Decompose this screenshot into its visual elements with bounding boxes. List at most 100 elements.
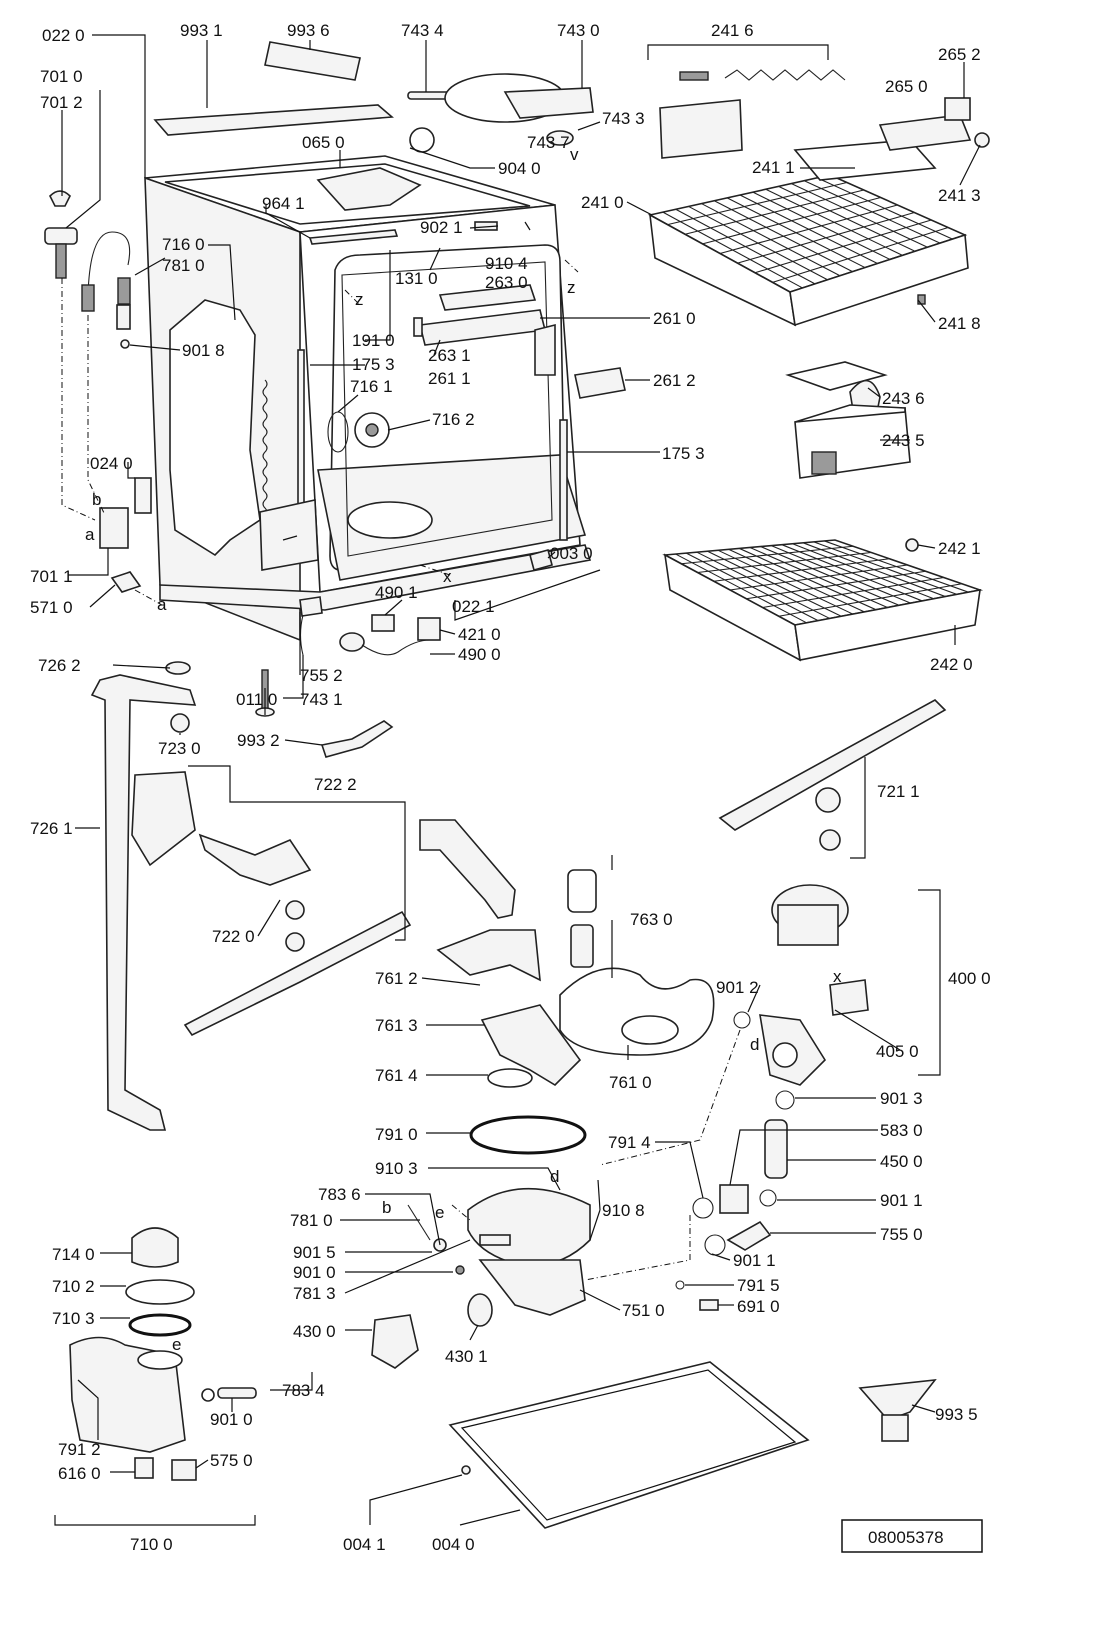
callout-993-5: 993 5 (935, 1405, 978, 1424)
part-7552 (299, 596, 323, 617)
basket-wire (772, 226, 949, 283)
callout-691-0: 691 0 (737, 1297, 780, 1316)
funnel-9935 (858, 1379, 937, 1421)
callout-791-4: 791 4 (608, 1133, 651, 1152)
callout-743-4: 743 4 (401, 21, 444, 40)
callout-labels: 022 0 993 1 993 6 743 4 743 0 241 6 265 … (30, 21, 991, 1554)
part-7230 (170, 713, 190, 733)
part-2411 (793, 139, 937, 181)
pump-outlet (772, 1042, 798, 1068)
spray-arm-7211 (718, 699, 947, 831)
callout-714-0: 714 0 (52, 1245, 95, 1264)
cover-7430-tab (503, 87, 594, 119)
hose-loop (87, 231, 131, 296)
inlet-parts (44, 190, 142, 593)
ring-7910 (469, 1115, 587, 1155)
screw-0041 (461, 1465, 471, 1475)
filter-7630-bottom (570, 924, 594, 968)
basket-wire (697, 551, 872, 574)
callout-761-0: 761 0 (609, 1073, 652, 1092)
basket-wire (684, 189, 864, 235)
conduit-pipe (419, 819, 516, 919)
part-7010-stem (55, 243, 67, 279)
dashed-connections (61, 259, 741, 1281)
part-4210 (417, 617, 441, 641)
callout-430-0: 430 0 (293, 1322, 336, 1341)
callout-751-0: 751 0 (622, 1301, 665, 1320)
part-7012 (49, 190, 71, 207)
marker-x-1: x (443, 567, 452, 586)
callout-710-2: 710 2 (52, 1277, 95, 1296)
spring-left (81, 284, 95, 312)
part-7915 (675, 1280, 685, 1290)
filter-7610-hole (621, 1015, 679, 1045)
seal-7914 (692, 1197, 714, 1219)
callout-743-3: 743 3 (602, 109, 645, 128)
ring-7102 (125, 1279, 195, 1305)
basket-wire (737, 211, 915, 264)
callout-710-3: 710 3 (52, 1309, 95, 1328)
callout-243-5: 243 5 (882, 431, 925, 450)
callout-490-1: 490 1 (375, 583, 418, 602)
callout-242-1: 242 1 (938, 539, 981, 558)
callout-450-0: 450 0 (880, 1152, 923, 1171)
base-pan-0040 (448, 1361, 810, 1529)
callout-755-2: 755 2 (300, 666, 343, 685)
seal-7103 (128, 1313, 192, 1337)
basket-2420-side (794, 589, 981, 661)
part-2650 (878, 114, 972, 151)
callout-761-4: 761 4 (375, 1066, 418, 1085)
callout-241-1: 241 1 (752, 158, 795, 177)
softener-opening (137, 1350, 183, 1370)
callout-726-1: 726 1 (30, 819, 73, 838)
callout-263-0: 263 0 (485, 273, 528, 292)
part-7011 (99, 507, 129, 549)
strip-9931 (153, 104, 394, 136)
hose-4500 (764, 1119, 788, 1179)
marker-b-2: b (382, 1198, 391, 1217)
sump-7510-body (478, 1259, 586, 1316)
base-parts (448, 1361, 937, 1529)
tub-sump-hole (347, 501, 433, 539)
basket-wire (754, 219, 932, 274)
callout-721-1: 721 1 (877, 782, 920, 801)
hose-7550 (726, 1220, 772, 1251)
callout-265-2: 265 2 (938, 45, 981, 64)
marker-d-2: d (550, 1167, 559, 1186)
callout-400-0: 400 0 (948, 969, 991, 988)
part-4901-switch (371, 614, 395, 632)
part-2416-rack (659, 99, 743, 159)
part-0030 (529, 549, 553, 571)
part-7813 (479, 1234, 511, 1246)
part-7613 (480, 1004, 582, 1087)
basket-wire (746, 570, 926, 600)
strut-1753-left (297, 349, 305, 511)
callout-716-2: 716 2 (432, 410, 475, 429)
center-small-parts (299, 596, 441, 758)
part-2413 (974, 132, 990, 148)
part-7437 (546, 130, 574, 146)
marker-v: v (570, 145, 579, 164)
part-7211-hub (815, 787, 841, 813)
callout-964-1: 964 1 (262, 194, 305, 213)
part-2418 (917, 294, 926, 305)
strip-9641 (308, 229, 399, 245)
part-6910 (699, 1299, 719, 1311)
part-4050 (829, 979, 869, 1016)
callout-781-3: 781 3 (293, 1284, 336, 1303)
conduit-7261 (90, 674, 197, 1131)
callout-910-4: 910 4 (485, 254, 528, 273)
pump-4000-body (777, 904, 839, 946)
callout-902-1: 902 1 (420, 218, 463, 237)
callout-791-0: 791 0 (375, 1125, 418, 1144)
tub-assembly (134, 155, 626, 717)
cap-7140 (131, 1227, 179, 1268)
callout-241-6: 241 6 (711, 21, 754, 40)
marker-x-2: x (833, 967, 842, 986)
callout-571-0: 571 0 (30, 598, 73, 617)
callout-722-2: 722 2 (314, 775, 357, 794)
back-spring (262, 379, 268, 517)
callout-065-0: 065 0 (302, 133, 345, 152)
callout-265-0: 265 0 (885, 77, 928, 96)
